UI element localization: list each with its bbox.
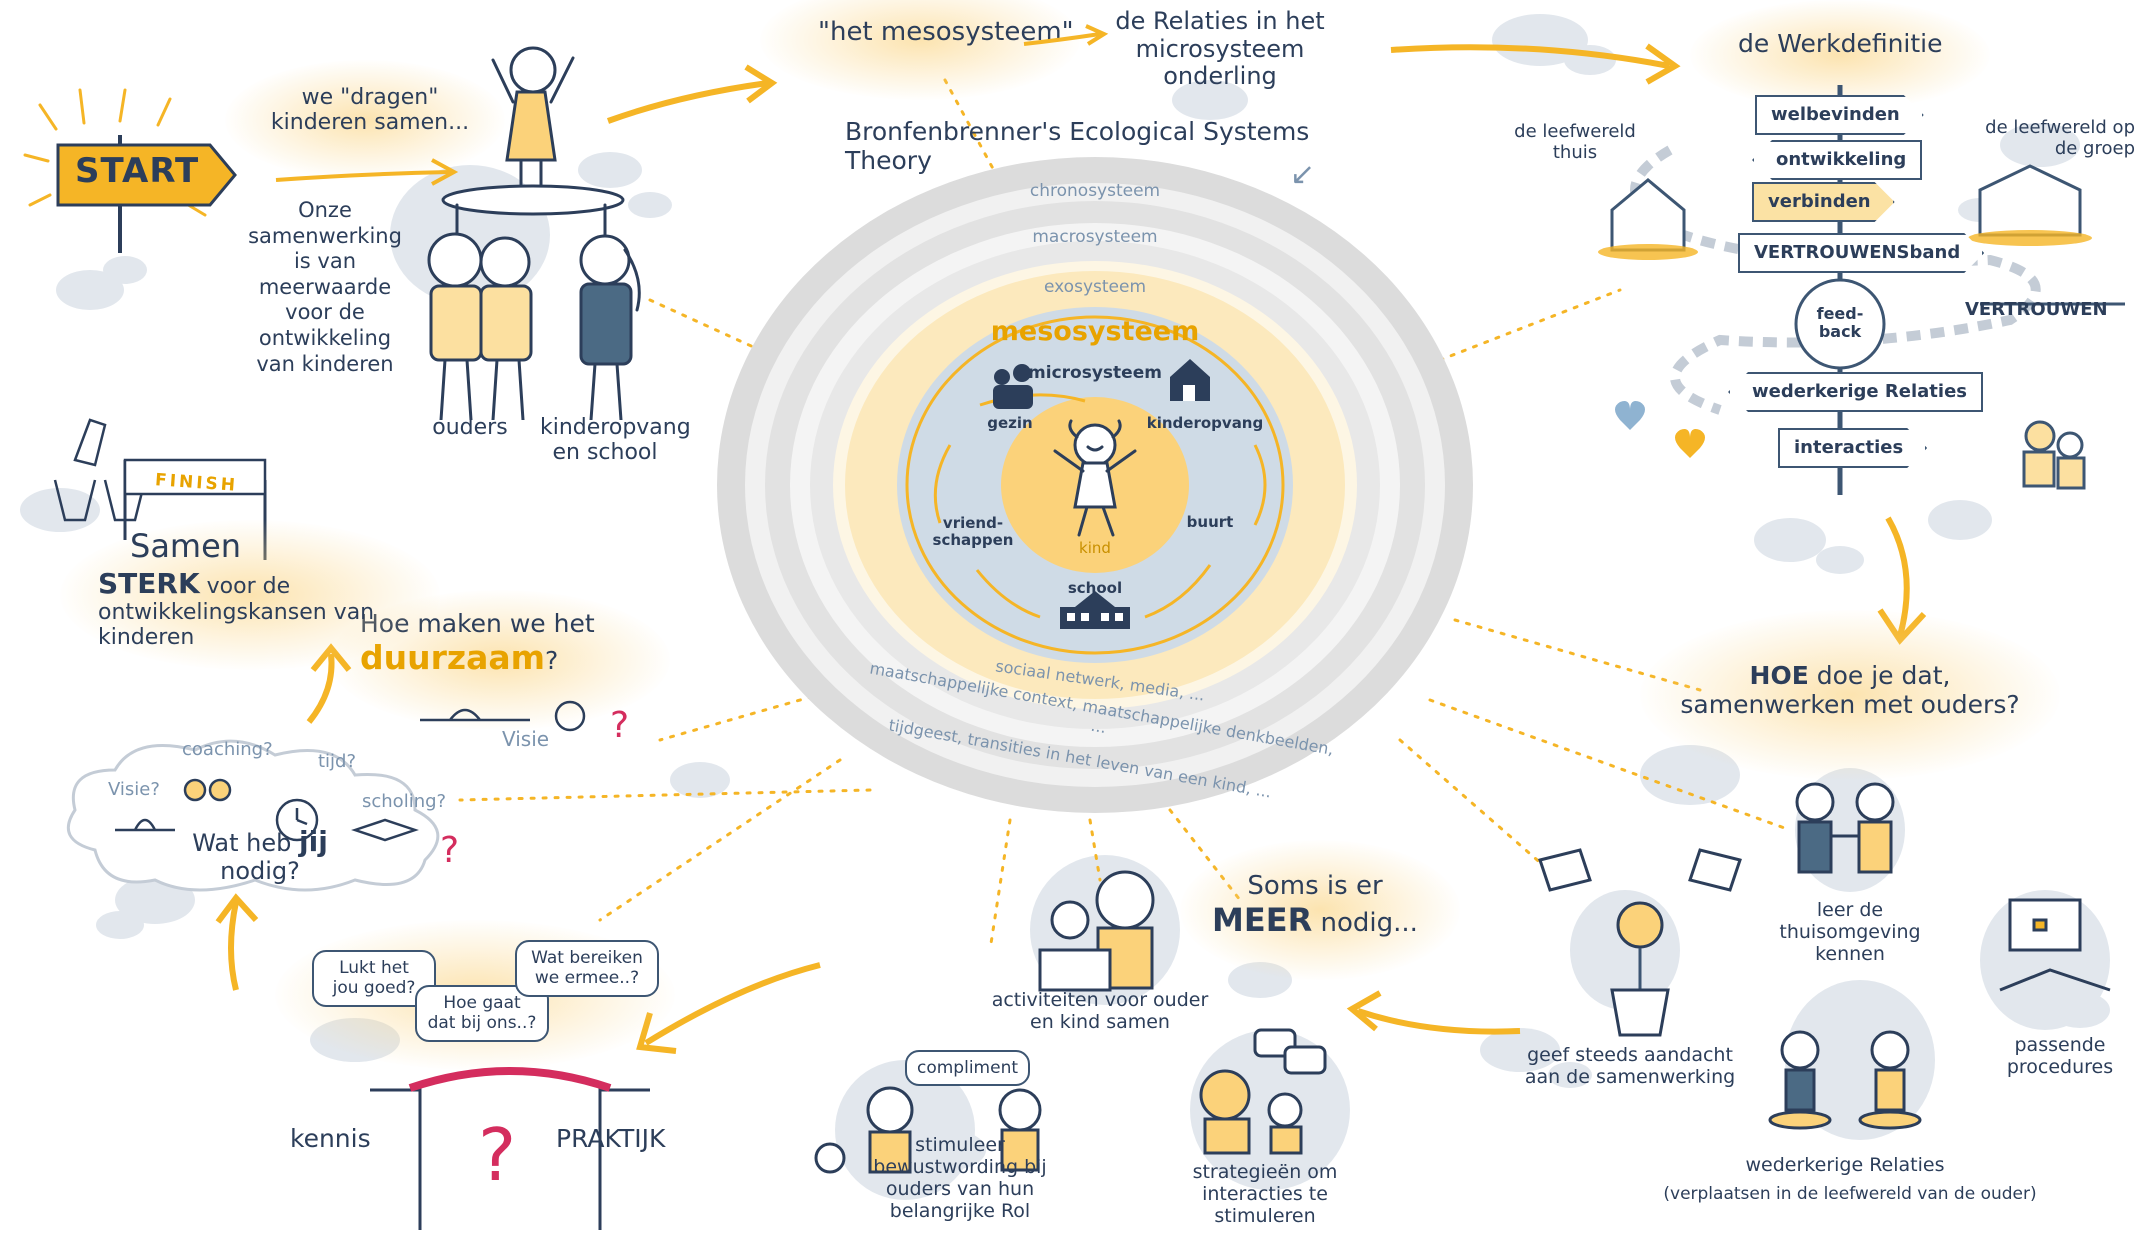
ecological-systems-diagram bbox=[717, 157, 1473, 813]
finish-champagne-illustration bbox=[53, 418, 267, 560]
needs-pre: Wat heb bbox=[192, 829, 292, 857]
meso-relations: de Relaties in het microsysteem onderlin… bbox=[1115, 7, 1325, 91]
thought-cloud bbox=[66, 739, 440, 892]
sign-trust-bond: VERTROUWENSband bbox=[1738, 233, 1984, 273]
trust-label: VERTROUWEN bbox=[1965, 299, 2108, 320]
curved-arrow-icon: ↙ bbox=[1290, 157, 1316, 192]
sign-development: ontwikkeling bbox=[1752, 140, 1923, 180]
bubble-q3: Wat bereiken we ermee..? bbox=[515, 940, 659, 997]
more-post: nodig... bbox=[1320, 907, 1418, 938]
people-carrying-illustration bbox=[427, 46, 641, 420]
question-mark-icon: ? bbox=[440, 830, 460, 871]
question-mark-icon: ? bbox=[610, 705, 630, 746]
parent-child-activity-illustration bbox=[1038, 870, 1155, 992]
interactions-illustration bbox=[1199, 1028, 1327, 1155]
awareness-illustration bbox=[814, 1086, 1042, 1174]
meso-label: mesosysteem bbox=[990, 316, 1200, 347]
signpost-illustration bbox=[1598, 85, 2125, 495]
step-procedures: passende procedures bbox=[2006, 1034, 2114, 1078]
more-pre: Soms is er bbox=[1247, 871, 1383, 901]
start-sign-icon bbox=[23, 88, 237, 253]
chrono-label: chronosysteem bbox=[1029, 181, 1161, 201]
how-hoe: HOE bbox=[1749, 661, 1809, 690]
macro-label: macrosysteem bbox=[1032, 227, 1158, 247]
sign-reciprocal: wederkerige Relaties bbox=[1728, 372, 1983, 412]
finish-strong: STERK bbox=[98, 567, 200, 600]
arrow-icon bbox=[215, 893, 259, 991]
start-sign-label: START bbox=[75, 151, 200, 191]
arrow-icon bbox=[1023, 24, 1109, 46]
finish-title: Samen bbox=[130, 527, 242, 565]
reciprocal-illustration bbox=[1768, 1030, 1922, 1130]
finish-sub: voor de ontwikkelingskansen van kinderen bbox=[98, 574, 375, 651]
needs-big: jij bbox=[299, 825, 328, 858]
werkdefinitie-title: de Werkdefinitie bbox=[1738, 29, 1943, 58]
flower-watering-illustration bbox=[1538, 848, 1742, 1037]
node-friends: vriend-schappen bbox=[932, 514, 1014, 550]
arrow-icon bbox=[275, 158, 459, 186]
more-big: MEER bbox=[1212, 900, 1313, 939]
step-attention: geef steeds aandacht aan de samenwerking bbox=[1524, 1044, 1736, 1088]
knowledge-label: kennis bbox=[290, 1124, 371, 1153]
needs-question: Wat heb jij nodig? bbox=[170, 825, 350, 886]
bridge-illustration: ? bbox=[370, 1067, 650, 1230]
step-home: leer de thuisomgeving kennen bbox=[1779, 899, 1921, 965]
theory-title: Bronfenbrenner's Ecological Systems Theo… bbox=[845, 117, 1310, 175]
practice-label: PRAKTIJK bbox=[556, 1124, 666, 1153]
more-needed: Soms is er MEER nodig... bbox=[1200, 871, 1430, 939]
sustain-post: ? bbox=[545, 645, 559, 675]
node-childcare: kinderopvang bbox=[1146, 414, 1264, 432]
arrow-icon bbox=[1346, 990, 1521, 1035]
sunrise-vision-icon bbox=[420, 700, 586, 732]
arrow-icon bbox=[606, 64, 778, 124]
need-time: tijd? bbox=[318, 751, 357, 772]
how-rest: doe je dat, bbox=[1808, 661, 1951, 690]
sign-feedback: feed-back bbox=[1816, 304, 1864, 342]
step-reciprocal-sub: (verplaatsen in de leefwereld van de oud… bbox=[1663, 1184, 2037, 1204]
group-world-label: de leefwereld op de groep bbox=[1985, 117, 2135, 159]
sustain-vision: Visie bbox=[502, 727, 550, 751]
node-family: gezin bbox=[987, 414, 1033, 432]
need-vision: Visie? bbox=[108, 779, 160, 800]
handshake-illustration bbox=[1795, 782, 1895, 874]
arrow-icon bbox=[1390, 43, 1681, 85]
sign-interactions: interacties bbox=[1778, 428, 1927, 468]
node-school: school bbox=[1067, 579, 1123, 597]
step-activities: activiteiten voor ouder en kind samen bbox=[991, 989, 1209, 1033]
node-child: kind bbox=[1079, 539, 1111, 557]
how-line2: samenwerken met ouders? bbox=[1680, 689, 2020, 719]
childcare-label: kinderopvang en school bbox=[540, 415, 691, 466]
step-interactions: strategieën om interacties te stimuleren bbox=[1192, 1161, 1338, 1227]
node-neighbourhood: buurt bbox=[1186, 513, 1234, 531]
carry-text: we "dragen" kinderen samen... bbox=[270, 85, 470, 136]
micro-label: microsysteem bbox=[1028, 363, 1162, 383]
sign-connect: verbinden bbox=[1752, 182, 1895, 222]
calendar-handshake-icon bbox=[1999, 898, 2111, 992]
need-training: scholing? bbox=[362, 791, 447, 812]
exo-label: exosysteem bbox=[1043, 277, 1147, 297]
how-title: HOE doe je dat, samenwerken met ouders? bbox=[1680, 661, 2020, 720]
needs-post: nodig? bbox=[220, 857, 300, 886]
compliment-bubble: compliment bbox=[905, 1050, 1031, 1087]
step-reciprocal: wederkerige Relaties bbox=[1745, 1154, 1945, 1176]
collab-text: Onze samenwerking is van meerwaarde voor… bbox=[248, 198, 402, 376]
step-awareness: stimuleer bewustwording bij ouders van h… bbox=[873, 1134, 1047, 1222]
svg-text:?: ? bbox=[478, 1113, 516, 1197]
need-coaching: coaching? bbox=[182, 739, 273, 760]
parents-label: ouders bbox=[432, 415, 508, 440]
home-world-label: de leefwereld thuis bbox=[1514, 121, 1636, 163]
sign-wellbeing: welbevinden bbox=[1755, 95, 1924, 135]
finish-subtitle: STERK voor de ontwikkelingskansen van ki… bbox=[98, 567, 378, 651]
